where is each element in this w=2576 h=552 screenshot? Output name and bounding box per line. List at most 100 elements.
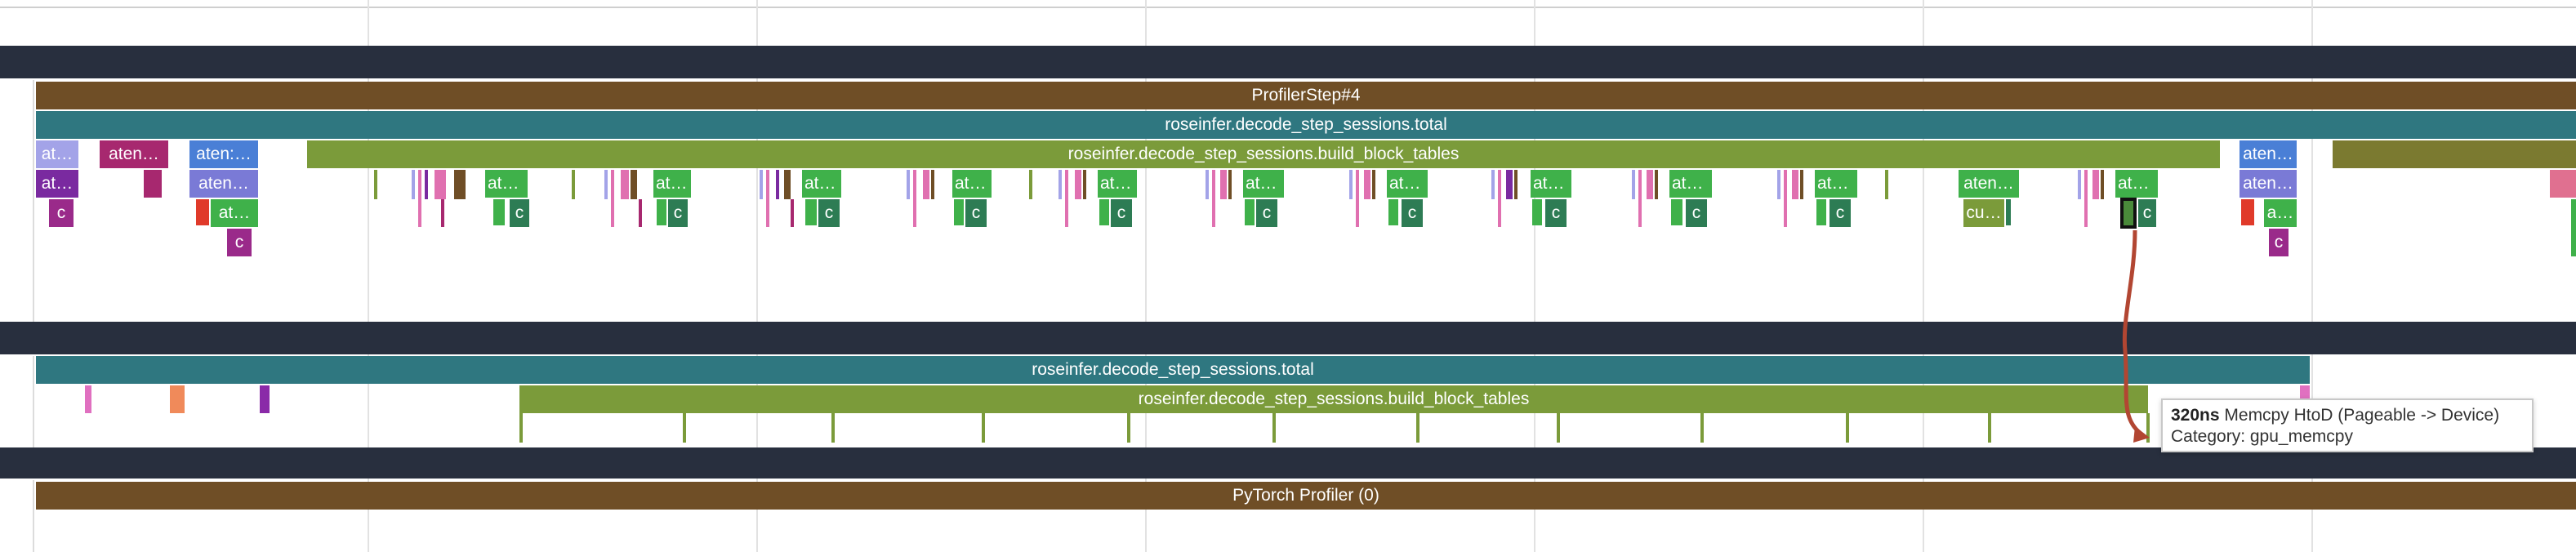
track-separator[interactable] <box>0 447 2576 479</box>
kernel-tick[interactable] <box>1212 170 1215 227</box>
kernel-tick[interactable] <box>639 199 642 227</box>
c-slice[interactable]: c <box>818 199 840 227</box>
c-slice[interactable]: c <box>2138 199 2156 227</box>
kernel-tick[interactable] <box>2084 170 2088 227</box>
kernel-tick[interactable] <box>931 170 934 199</box>
gpu-memcpy-tick[interactable] <box>1557 413 1560 443</box>
kernel-tick[interactable] <box>1638 170 1642 227</box>
aten-slice[interactable]: ate… <box>653 170 691 198</box>
kernel-tick[interactable] <box>1364 170 1370 199</box>
kernel-tick[interactable] <box>1632 170 1635 199</box>
kernel-tick[interactable] <box>493 199 505 225</box>
c-slice[interactable]: c <box>965 199 987 227</box>
kernel-tick[interactable] <box>1099 199 1109 225</box>
gpu-kernel-tick[interactable] <box>260 385 270 413</box>
gpu-memcpy-tick[interactable] <box>982 413 985 443</box>
aten-slice[interactable]: ate… <box>802 170 841 198</box>
gpu-memcpy-tick[interactable] <box>831 413 835 443</box>
kernel-tick[interactable] <box>907 170 910 199</box>
kernel-tick[interactable] <box>657 199 666 225</box>
gpu-memcpy-tick[interactable] <box>1127 413 1130 443</box>
kernel-tick[interactable] <box>784 170 791 199</box>
gpu-kernel-tick[interactable] <box>170 385 185 413</box>
kernel-tick[interactable] <box>2101 170 2104 199</box>
kernel-tick[interactable] <box>1220 170 1227 199</box>
gpu-kernel-tick[interactable] <box>2300 385 2310 398</box>
track-separator[interactable] <box>0 322 2576 354</box>
kernel-tick[interactable] <box>572 170 575 199</box>
kernel-tick[interactable] <box>604 170 608 199</box>
kernel-tick[interactable] <box>196 199 209 225</box>
aten-slice[interactable]: ate… <box>1243 170 1284 198</box>
kernel-tick[interactable] <box>631 170 637 199</box>
kernel-tick[interactable] <box>1349 170 1353 199</box>
gpu-memcpy-tick[interactable] <box>1700 413 1704 443</box>
kernel-tick[interactable] <box>1065 170 1068 227</box>
pytorch-profiler-slice[interactable]: PyTorch Profiler (0) <box>36 482 2576 510</box>
kernel-tick[interactable] <box>805 199 817 225</box>
aten-slice[interactable]: ate… <box>1531 170 1571 198</box>
kernel-tick[interactable] <box>2550 170 2576 198</box>
kernel-tick[interactable] <box>1245 199 1255 225</box>
kernel-tick[interactable] <box>2078 170 2081 199</box>
kernel-tick[interactable] <box>2571 199 2576 256</box>
aten-slice[interactable]: ate… <box>2115 170 2158 198</box>
kernel-tick[interactable] <box>2006 199 2011 225</box>
kernel-tick[interactable] <box>144 170 162 198</box>
kernel-tick[interactable] <box>913 170 916 227</box>
aten-slice[interactable]: ate… <box>1098 170 1137 198</box>
aten-slice[interactable]: ate… <box>1815 170 1857 198</box>
kernel-tick[interactable] <box>611 170 614 227</box>
kernel-tick[interactable] <box>1083 170 1086 199</box>
c-slice[interactable]: c <box>1111 199 1132 227</box>
kernel-tick[interactable] <box>1228 170 1232 199</box>
kernel-tick[interactable] <box>954 199 964 225</box>
kernel-tick[interactable] <box>2241 199 2254 225</box>
profiler-step-slice[interactable]: ProfilerStep#4 <box>36 82 2576 109</box>
aten-slice[interactable]: ate… <box>485 170 528 198</box>
kernel-tick[interactable] <box>1075 170 1081 199</box>
gpu-memcpy-tick[interactable] <box>1846 413 1849 443</box>
kernel-tick[interactable] <box>1372 170 1375 199</box>
aten-slice[interactable]: aten… <box>2240 170 2297 198</box>
aten-slice[interactable]: a… <box>2264 199 2297 227</box>
kernel-tick[interactable] <box>1800 170 1803 199</box>
c-slice[interactable]: c <box>668 199 688 227</box>
kernel-tick[interactable] <box>1506 170 1513 199</box>
kernel-tick[interactable] <box>1671 199 1682 225</box>
kernel-tick[interactable] <box>454 170 466 199</box>
kernel-tick[interactable] <box>923 170 929 199</box>
kernel-tick[interactable] <box>760 170 763 199</box>
build-block-tables-slice[interactable]: roseinfer.decode_step_sessions.build_blo… <box>307 140 2220 168</box>
kernel-tick[interactable] <box>2092 170 2099 199</box>
c-slice[interactable]: c <box>227 229 252 256</box>
aten-slice[interactable]: aten… <box>189 170 258 198</box>
gpu-memcpy-tick[interactable] <box>1988 413 1991 443</box>
gpu-memcpy-tick[interactable] <box>1416 413 1419 443</box>
kernel-tick[interactable] <box>1498 170 1501 227</box>
kernel-tick[interactable] <box>776 170 779 199</box>
kernel-tick[interactable] <box>1647 170 1653 199</box>
kernel-tick[interactable] <box>1885 170 1888 199</box>
kernel-tick[interactable] <box>441 199 444 227</box>
kernel-tick[interactable] <box>1655 170 1658 199</box>
kernel-tick[interactable] <box>1777 170 1780 199</box>
c-slice[interactable]: c <box>1545 199 1567 227</box>
aten-slice[interactable]: ate… <box>1669 170 1712 198</box>
kernel-tick[interactable] <box>418 170 421 227</box>
kernel-tick[interactable] <box>1388 199 1398 225</box>
gpu-decode-total-slice[interactable]: roseinfer.decode_step_sessions.total <box>36 356 2310 384</box>
kernel-tick[interactable] <box>1514 170 1518 199</box>
aten-slice[interactable]: aten… <box>2240 140 2297 168</box>
kernel-tick[interactable] <box>1206 170 1209 199</box>
kernel-tick[interactable] <box>374 170 377 199</box>
gpu-kernel-tick[interactable] <box>85 385 91 413</box>
kernel-tick[interactable] <box>1491 170 1495 199</box>
aten-slice[interactable]: aten… <box>100 140 168 168</box>
kernel-tick[interactable] <box>1058 170 1062 199</box>
gpu-memcpy-tick[interactable] <box>519 413 523 443</box>
kernel-tick[interactable] <box>1792 170 1798 199</box>
gpu-memcpy-tick[interactable] <box>683 413 686 443</box>
track-separator[interactable] <box>0 46 2576 78</box>
kernel-tick[interactable] <box>791 199 794 227</box>
